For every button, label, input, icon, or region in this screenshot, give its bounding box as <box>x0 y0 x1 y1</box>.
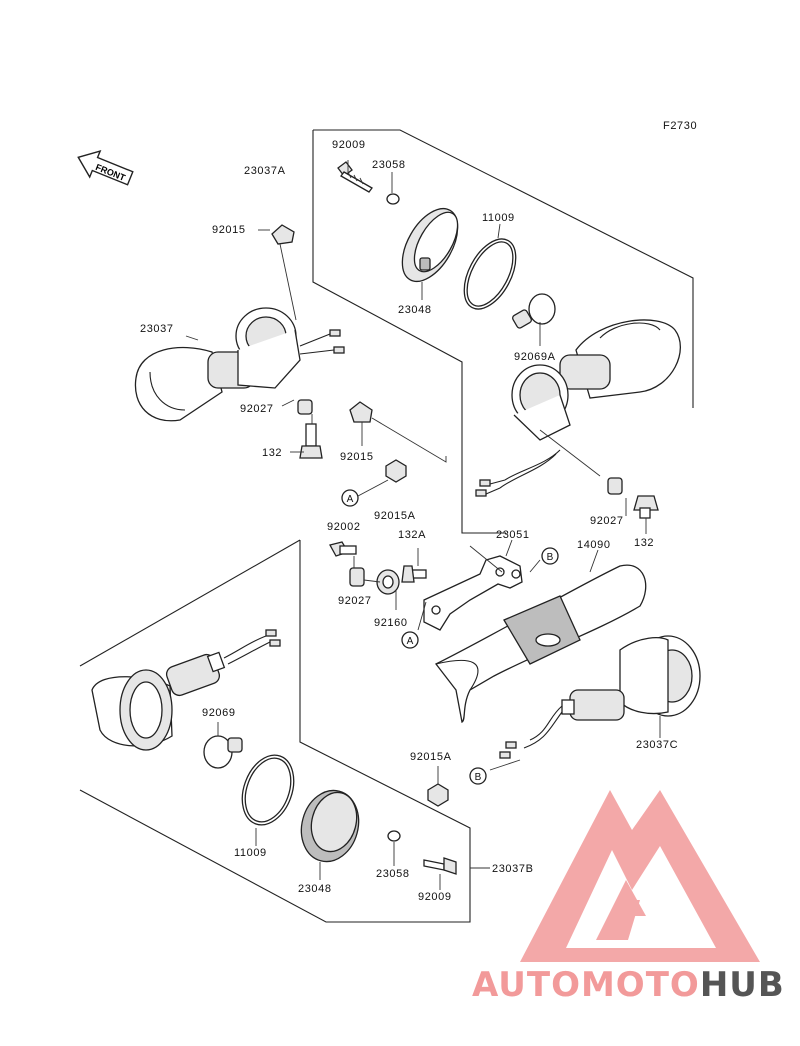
callout-label: 92069 <box>202 707 236 719</box>
svg-text:B: B <box>475 772 482 783</box>
ref-marker-B: B <box>469 767 487 785</box>
callout-label: 92015 <box>340 451 374 463</box>
callout-label: 14090 <box>577 539 611 551</box>
turn-signal-rear-left-23037 <box>134 307 301 422</box>
callout-label: 11009 <box>482 212 515 224</box>
callout-label: 23037 <box>140 323 174 335</box>
svg-text:A: A <box>407 636 414 647</box>
bolt-132A <box>401 565 427 583</box>
bulb-92069A <box>512 293 556 329</box>
svg-text:A: A <box>347 494 354 505</box>
callout-label: 92027 <box>240 403 274 415</box>
wire-harness-front-left <box>223 629 281 665</box>
callout-label: 23051 <box>496 529 530 541</box>
callout-label: 92009 <box>418 891 452 903</box>
oring-11009-top <box>463 238 517 310</box>
callout-label: 92015A <box>410 751 452 763</box>
nut-92015A-top <box>385 459 407 483</box>
ref-marker-B: B <box>541 547 559 565</box>
bracket-23051 <box>423 555 523 631</box>
bolt-92002 <box>329 541 357 557</box>
callout-label: 132A <box>398 529 426 541</box>
washer-23058-bot <box>387 830 401 842</box>
bulb-92069 <box>203 735 243 769</box>
callout-label: 23037C <box>636 739 678 751</box>
bolt-132-right <box>633 495 659 519</box>
callout-label: 23048 <box>398 304 432 316</box>
ref-marker-A: A <box>401 631 419 649</box>
watermark-logo <box>520 790 760 962</box>
callout-label: 23037B <box>492 863 534 875</box>
screw-92009-top <box>337 161 373 193</box>
callout-label: 92027 <box>338 595 372 607</box>
callout-label: 23037A <box>244 165 286 177</box>
callout-label: 132 <box>262 447 282 459</box>
svg-text:B: B <box>547 552 554 563</box>
turn-signal-front-left <box>91 651 226 751</box>
spacer-92027-bracket <box>349 567 365 587</box>
leader-lines <box>185 160 661 890</box>
wire-harness-rear-left <box>299 329 345 355</box>
callout-label: 92002 <box>327 521 361 533</box>
figure-code: F2730 <box>663 120 697 132</box>
wire-harness-front-right <box>499 705 563 759</box>
washer-23058-top <box>386 193 400 205</box>
bolt-132-left <box>299 423 323 459</box>
lens-cover-23048-top <box>401 208 459 282</box>
turn-signal-rear-right <box>511 319 681 441</box>
callout-label: 11009 <box>234 847 267 859</box>
spacer-92027-right <box>607 477 623 495</box>
callout-label: 92160 <box>374 617 408 629</box>
callout-label: 23058 <box>372 159 406 171</box>
ref-marker-A: A <box>341 489 359 507</box>
callout-label: 92069A <box>514 351 556 363</box>
wire-harness-rear-right <box>475 449 561 497</box>
callout-label: 23048 <box>298 883 332 895</box>
oring-11009-bot <box>241 754 295 826</box>
screw-92009-bot <box>423 857 457 875</box>
turn-signal-front-right-23037C <box>561 635 701 721</box>
fender-14090 <box>435 564 647 723</box>
assembly-outline-23037A <box>312 129 694 534</box>
spacer-92027-left <box>297 399 313 415</box>
damper-92160 <box>376 569 400 595</box>
watermark-text: AUTOMOTOHUB <box>472 965 785 1005</box>
callout-label: 92015A <box>374 510 416 522</box>
callout-label: 23058 <box>376 868 410 880</box>
nut-92015A-bot <box>427 783 449 807</box>
callout-label: 92015 <box>212 224 246 236</box>
assembly-outline-23037B <box>79 539 490 923</box>
grommet-92015-left <box>271 224 295 245</box>
callout-label: 132 <box>634 537 654 549</box>
front-arrow-icon: FRONT <box>77 149 134 186</box>
callout-label: 92009 <box>332 139 366 151</box>
lens-cover-23048-bot <box>300 789 360 863</box>
grommet-92015-mid <box>349 401 373 423</box>
callout-label: 92027 <box>590 515 624 527</box>
